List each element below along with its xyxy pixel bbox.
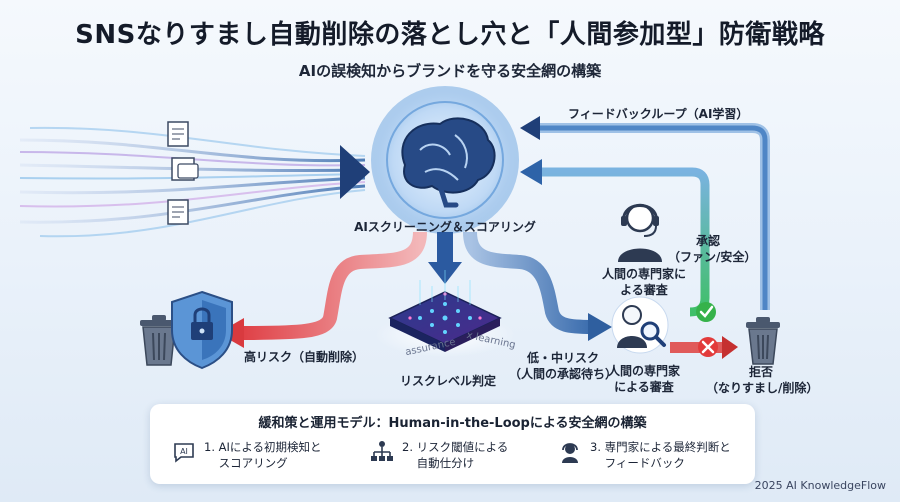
- data-streams: [19, 126, 366, 238]
- risk-chip-icon: [375, 270, 515, 357]
- x-mark-icon: [698, 337, 718, 357]
- low-mid-risk-line-1: 低・中リスク: [526, 351, 599, 365]
- expert-top-line-1: 人間の専門家に: [601, 267, 686, 281]
- document-icon: [167, 199, 189, 225]
- footer-credit: 2025 AI KnowledgeFlow: [754, 479, 886, 492]
- input-arrowhead: [340, 145, 370, 199]
- trash-icon: [746, 317, 780, 365]
- step-2-text: 2. リスク閾値による 自動仕分け: [402, 440, 509, 470]
- ai-badge-icon: AI: [174, 443, 194, 463]
- feedback-loop-label: フィードバックループ（AI学習）: [568, 107, 749, 121]
- expert-headset-icon: [618, 203, 662, 262]
- high-risk-label: 高リスク（自動削除）: [244, 350, 365, 364]
- expert-headset-icon: [562, 443, 578, 463]
- feedback-loop-arrow: [520, 116, 770, 310]
- reject-line-1: 拒否: [748, 365, 773, 379]
- page-title: SNSなりすまし自動削除の落とし穴と「人間参加型」防衛戦略: [75, 20, 825, 50]
- trash-icon: [140, 315, 178, 366]
- low-mid-risk-arrow: [463, 231, 612, 341]
- ai-badge-text: AI: [180, 447, 188, 456]
- expert-top-line-2: よる審査: [620, 283, 668, 298]
- approve-label: 承認 （ファン/安全）: [668, 233, 757, 265]
- mitigation-panel: 緩和策と運用モデル：Human-in-the-Loopによる安全網の構築 AI …: [150, 404, 755, 484]
- expert-review-top-label: 人間の専門家に よる審査: [596, 266, 692, 298]
- expert-magnifier-icon: [611, 296, 669, 354]
- risk-level-label: リスクレベル判定: [399, 374, 496, 388]
- expert-bottom-line-1: 人間の専門家: [607, 364, 680, 378]
- step-1-text: 1. AIによる初期検知と スコアリング: [204, 440, 322, 470]
- expert-review-bottom-label: 人間の専門家 による審査: [596, 363, 692, 395]
- step-2: 2. リスク閾値による 自動仕分け: [370, 440, 508, 471]
- ai-screening-label: AIスクリーニング＆スコアリング: [354, 220, 536, 234]
- check-icon: [696, 302, 716, 322]
- document-icon: [167, 121, 189, 147]
- step-1: AI 1. AIによる初期検知と スコアリング: [172, 440, 322, 471]
- reject-line-2: （なりすまし/削除）: [706, 381, 819, 396]
- approve-line-2: （ファン/安全）: [668, 250, 757, 265]
- expert-bottom-line-2: による審査: [614, 380, 674, 395]
- step-3: 3. 専門家による最終判断と フィードバック: [558, 440, 731, 471]
- ai-brain-icon: [371, 86, 519, 234]
- page-subtitle: AIの誤検知からブランドを守る安全網の構築: [298, 62, 602, 80]
- shield-lock-icon: [171, 290, 233, 370]
- reject-arrow: [670, 336, 738, 359]
- panel-title: 緩和策と運用モデル：Human-in-the-Loopによる安全網の構築: [258, 416, 647, 431]
- approve-line-1: 承認: [695, 234, 720, 248]
- low-mid-risk-label: 低・中リスク （人間の承認待ち）: [508, 350, 618, 382]
- reject-label: 拒否 （なりすまし/削除）: [706, 364, 819, 396]
- step-3-text: 3. 専門家による最終判断と フィードバック: [590, 440, 731, 470]
- low-mid-risk-line-2: （人間の承認待ち）: [508, 367, 617, 382]
- chat-document-icon: [171, 157, 199, 181]
- hierarchy-icon: [371, 441, 393, 461]
